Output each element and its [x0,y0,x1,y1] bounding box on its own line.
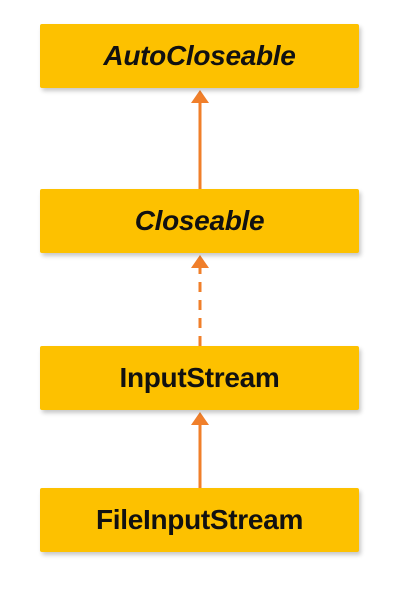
arrow-fileinputstream-to-inputstream [191,412,209,488]
arrow-inputstream-to-closeable [191,255,209,346]
node-fileinputstream: FileInputStream [40,488,359,552]
arrow-closeable-to-autocloseable [191,90,209,189]
node-autocloseable: AutoCloseable [40,24,359,88]
node-inputstream: InputStream [40,346,359,410]
node-closeable: Closeable [40,189,359,253]
